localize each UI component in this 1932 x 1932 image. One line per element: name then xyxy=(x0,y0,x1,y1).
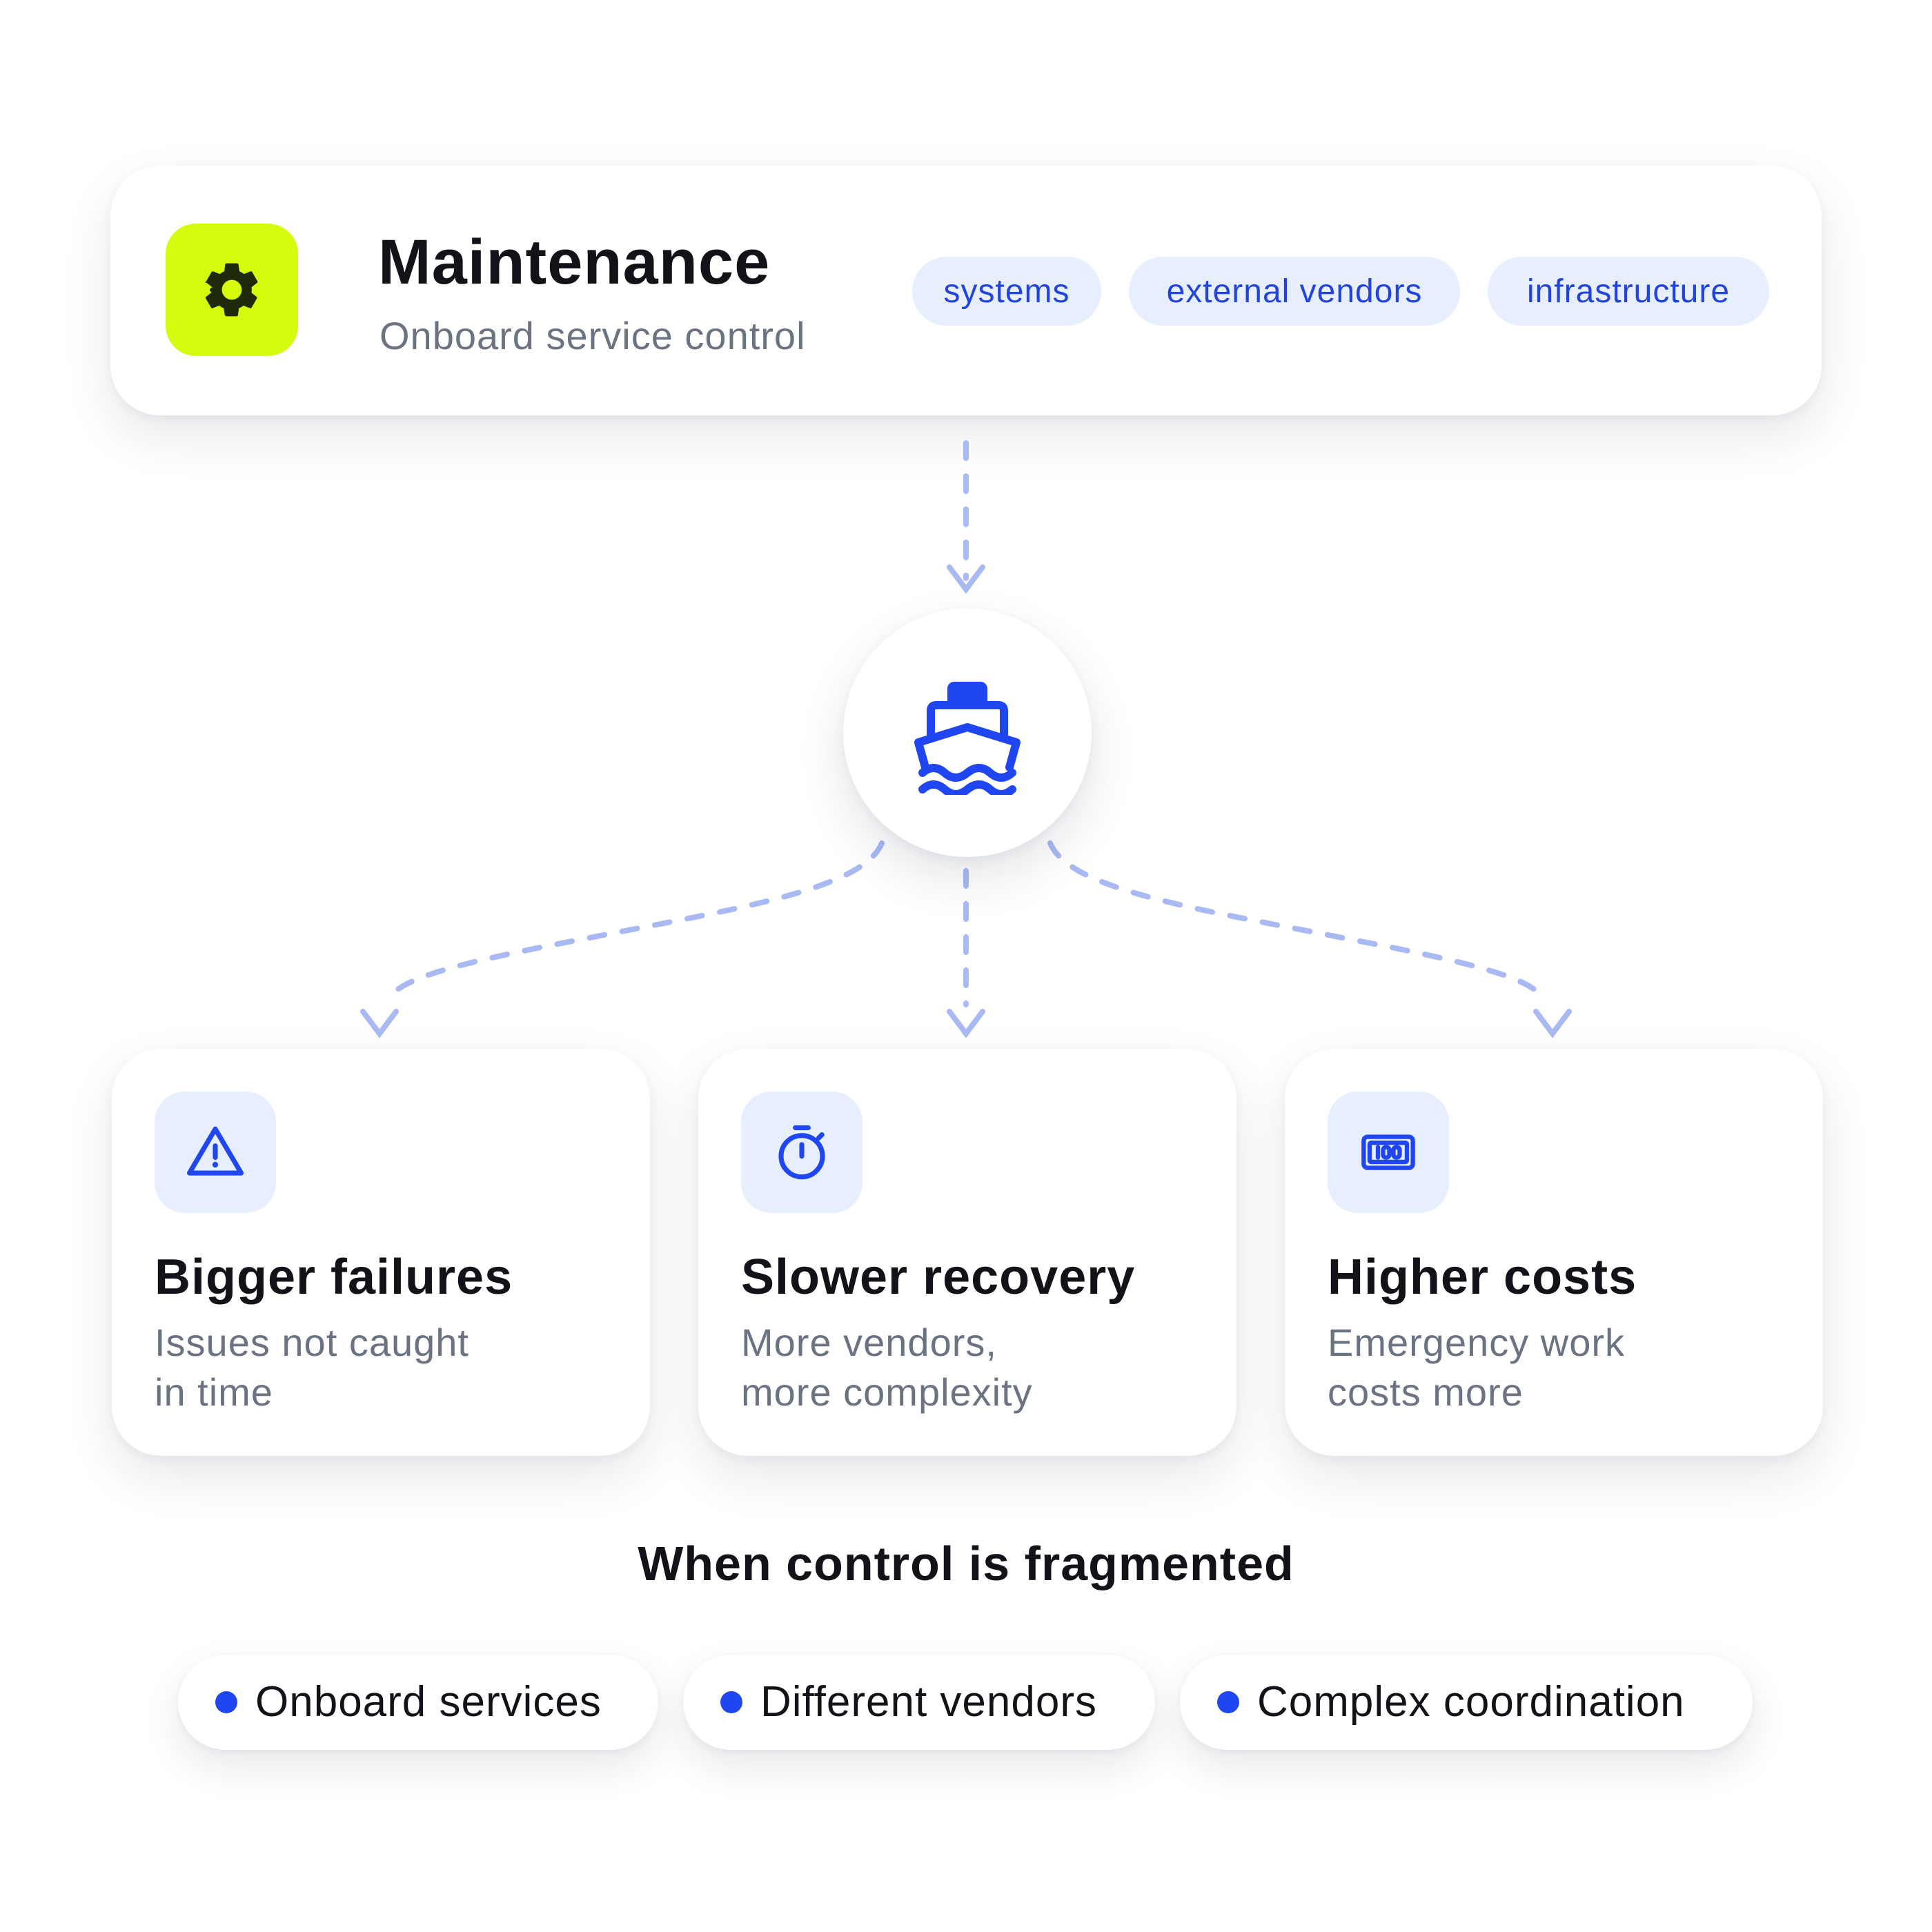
warning-triangle-icon xyxy=(186,1126,244,1176)
connector-hub-to-left xyxy=(384,840,885,1003)
arrowhead-left xyxy=(360,1009,399,1038)
gear-icon xyxy=(205,263,258,317)
card-subtitle: Onboard service control xyxy=(379,314,806,357)
effect-icon-tile xyxy=(155,1092,276,1213)
effect-description-line: Issues not caught xyxy=(155,1321,469,1364)
arrowhead-hub xyxy=(947,564,985,594)
effect-card-higher-costs: Higher costs Emergency work costs more xyxy=(1285,1049,1823,1456)
ship-icon xyxy=(914,682,1021,795)
effect-icon-tile xyxy=(741,1092,862,1213)
card-title: Maintenance xyxy=(378,227,771,297)
effect-title: Higher costs xyxy=(1328,1250,1637,1305)
effect-description-line: more complexity xyxy=(741,1370,1033,1414)
effect-description-line: costs more xyxy=(1328,1370,1524,1414)
effect-description-line: More vendors, xyxy=(741,1321,997,1364)
arrowhead-center xyxy=(947,1009,985,1038)
effect-title: Slower recovery xyxy=(741,1250,1136,1305)
gear-tile xyxy=(166,224,298,356)
tag-systems: systems xyxy=(912,257,1101,326)
pill-complex-coordination: Complex coordination xyxy=(1180,1655,1753,1750)
effect-description-line: in time xyxy=(155,1370,273,1414)
connector-hub-to-right xyxy=(1047,840,1548,1003)
effect-card-slower-recovery: Slower recovery More vendors, more compl… xyxy=(698,1049,1236,1456)
arrowhead-right xyxy=(1533,1009,1572,1038)
pill-label: Different vendors xyxy=(760,1678,1097,1726)
ship-hub xyxy=(843,609,1092,857)
effect-description-line: Emergency work xyxy=(1328,1321,1626,1364)
bullet-dot xyxy=(720,1691,742,1713)
bullet-dot xyxy=(215,1691,237,1713)
effect-title: Bigger failures xyxy=(155,1250,513,1305)
tag-external-vendors: external vendors xyxy=(1129,257,1460,326)
effect-description: More vendors, more complexity xyxy=(741,1318,1169,1417)
maintenance-card: Maintenance Onboard service control syst… xyxy=(110,166,1822,415)
bullet-dot xyxy=(1217,1691,1239,1713)
pill-label: Complex coordination xyxy=(1257,1678,1685,1726)
effect-description: Emergency work costs more xyxy=(1328,1318,1755,1417)
pill-onboard-services: Onboard services xyxy=(178,1655,658,1750)
tag-infrastructure: infrastructure xyxy=(1488,257,1769,326)
effect-card-bigger-failures: Bigger failures Issues not caught in tim… xyxy=(112,1049,650,1456)
effect-icon-tile xyxy=(1328,1092,1449,1213)
effect-description: Issues not caught in time xyxy=(155,1318,582,1417)
stopwatch-icon xyxy=(778,1125,825,1180)
pill-label: Onboard services xyxy=(255,1678,602,1726)
section-heading: When control is fragmented xyxy=(638,1537,1294,1590)
pill-different-vendors: Different vendors xyxy=(683,1655,1155,1750)
cash-icon xyxy=(1361,1134,1415,1170)
